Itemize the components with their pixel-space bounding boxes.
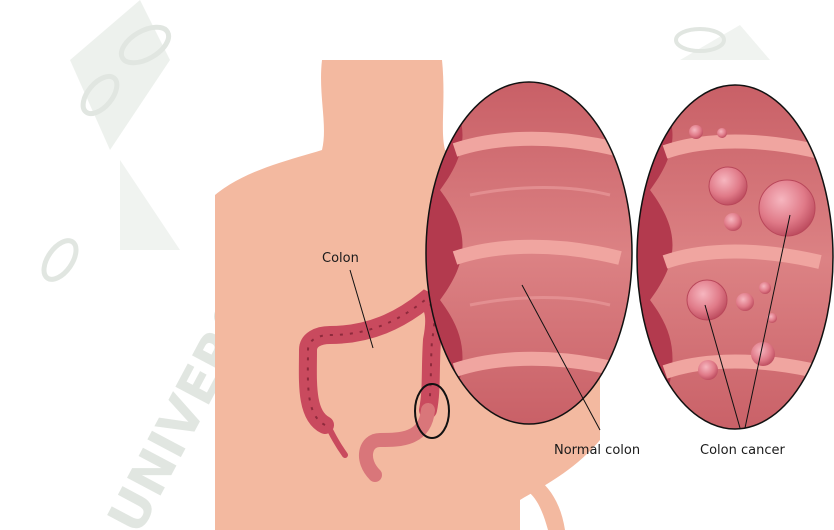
tumor — [709, 167, 747, 205]
label-normal-colon: Normal colon — [554, 443, 640, 458]
tumor — [717, 128, 727, 138]
tumor — [724, 213, 742, 231]
tumor — [751, 342, 775, 366]
tumor — [698, 360, 718, 380]
tumor — [736, 293, 754, 311]
label-colon-cancer: Colon cancer — [700, 443, 785, 458]
cancer-colon-view — [630, 80, 834, 440]
tumor — [689, 125, 703, 139]
label-colon: Colon — [322, 251, 359, 266]
tumor — [759, 282, 771, 294]
tumor — [687, 280, 727, 320]
